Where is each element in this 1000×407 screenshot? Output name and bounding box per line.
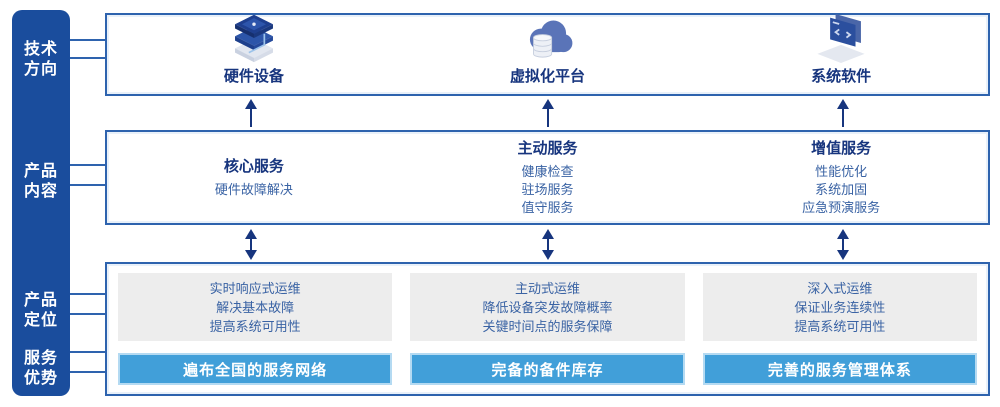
- position-column-realtime: 实时响应式运维 解决基本故障 提高系统可用性 遍布全国的服务网络: [118, 264, 393, 394]
- connector-line: [70, 351, 106, 353]
- content-title-core: 核心服务: [223, 157, 284, 175]
- content-title-proactive: 主动服务: [517, 139, 578, 157]
- content-column-proactive: 主动服务 健康检查 驻场服务 值守服务: [401, 132, 695, 223]
- position-line: 降低设备突发故障概率: [482, 299, 613, 315]
- double-arrow: [837, 229, 849, 260]
- up-arrow: [542, 99, 554, 127]
- advantage-banner-management: 完善的服务管理体系: [702, 353, 977, 385]
- double-arrow: [542, 229, 554, 260]
- up-arrow: [837, 99, 849, 127]
- connector-line: [70, 39, 106, 41]
- position-line: 解决基本故障: [216, 299, 295, 315]
- connector-line: [70, 313, 106, 315]
- advantage-banner-network: 遍布全国的服务网络: [118, 353, 393, 385]
- content-item: 值守服务: [521, 199, 574, 215]
- cloud-database-icon: [519, 15, 577, 63]
- product-position-box: 实时响应式运维 解决基本故障 提高系统可用性 遍布全国的服务网络 主动式运维 降…: [105, 262, 990, 396]
- tech-direction-box: 硬件设备 虚拟化平台: [105, 13, 990, 96]
- tech-label-hardware: 硬件设备: [223, 68, 284, 85]
- content-item: 系统加固: [815, 181, 868, 197]
- content-item: 硬件故障解决: [214, 181, 293, 197]
- tech-label-software: 系统软件: [811, 68, 872, 85]
- content-column-value-added: 增值服务 性能优化 系统加固 应急预演服务: [694, 132, 988, 223]
- sidebar-label-service-advantage: 服务 优势: [23, 350, 58, 387]
- connector-line: [70, 371, 106, 373]
- position-line: 深入式运维: [807, 280, 873, 296]
- position-column-proactive: 主动式运维 降低设备突发故障概率 关键时间点的服务保障 完备的备件库存: [410, 264, 685, 394]
- sidebar-label-product-position: 产品 定位: [23, 292, 58, 329]
- connector-line: [70, 184, 106, 186]
- advantage-banner-spares: 完备的备件库存: [410, 353, 685, 385]
- position-panel: 主动式运维 降低设备突发故障概率 关键时间点的服务保障: [410, 273, 685, 341]
- content-item: 驻场服务: [521, 181, 574, 197]
- sidebar-label-product-content: 产品 内容: [23, 163, 58, 200]
- content-item: 应急预演服务: [802, 199, 881, 215]
- connector-line: [70, 57, 106, 59]
- double-arrow: [245, 229, 257, 260]
- position-line: 关键时间点的服务保障: [482, 318, 613, 334]
- position-line: 主动式运维: [514, 280, 580, 296]
- position-column-indepth: 深入式运维 保证业务连续性 提高系统可用性 完善的服务管理体系: [702, 264, 977, 394]
- position-line: 实时响应式运维: [209, 280, 301, 296]
- server-stack-icon: [225, 14, 283, 63]
- connector-line: [70, 164, 106, 166]
- content-item: 性能优化: [815, 163, 868, 179]
- product-content-box: 核心服务 硬件故障解决 主动服务 健康检查 驻场服务 值守服务 增值服务 性能优…: [105, 130, 990, 225]
- content-item: 健康检查: [521, 163, 574, 179]
- up-arrow: [245, 99, 257, 127]
- sidebar-label-tech-direction: 技术 方向: [23, 41, 58, 78]
- position-panel: 实时响应式运维 解决基本故障 提高系统可用性: [118, 273, 393, 341]
- content-title-value-added: 增值服务: [811, 139, 872, 157]
- tech-column-software: 系统软件: [694, 14, 988, 94]
- category-sidebar: 技术 方向 产品 内容 产品 定位 服务 优势: [12, 10, 70, 396]
- tech-label-virtualization: 虚拟化平台: [510, 68, 586, 85]
- content-column-core: 核心服务 硬件故障解决: [107, 132, 401, 223]
- position-panel: 深入式运维 保证业务连续性 提高系统可用性: [702, 273, 977, 341]
- connector-line: [70, 293, 106, 295]
- position-line: 提高系统可用性: [209, 318, 301, 334]
- software-panel-icon: [812, 14, 870, 63]
- position-line: 保证业务连续性: [794, 299, 886, 315]
- tech-column-virtualization: 虚拟化平台: [401, 15, 695, 94]
- tech-column-hardware: 硬件设备: [107, 14, 401, 94]
- position-line: 提高系统可用性: [794, 318, 886, 334]
